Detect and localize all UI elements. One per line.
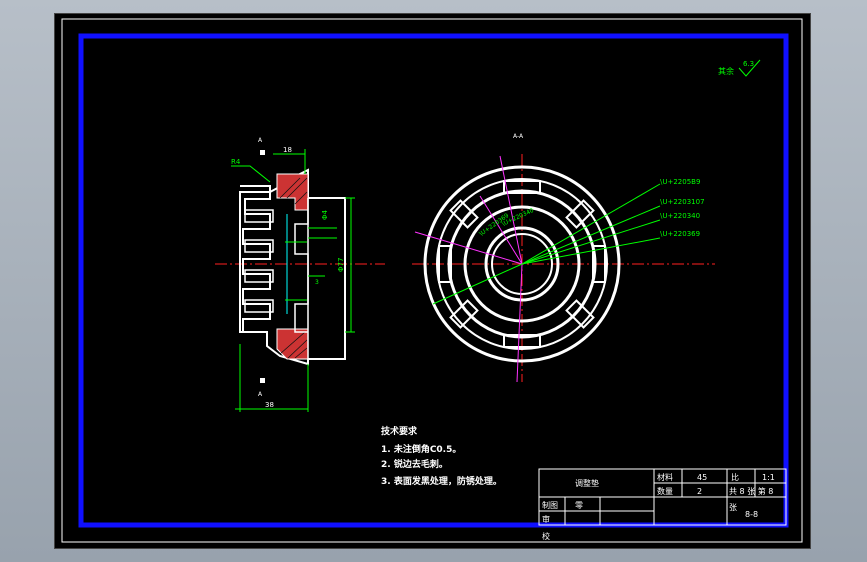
roughness-label: 其余	[718, 66, 734, 76]
subtitle: 零	[575, 501, 583, 510]
cad-drawing: 其余 6.3 18 A	[61, 18, 803, 543]
section-mark-bottom: A	[258, 391, 263, 398]
section-dimensions: 18 A 38 A R4 Φ77 Φ4 3	[231, 137, 355, 412]
front-view: A-A	[412, 133, 715, 383]
dim-width-bottom: 38	[265, 401, 274, 409]
section-view	[215, 168, 385, 366]
qty-value: 2	[697, 487, 702, 496]
scale-value: 1:1	[762, 473, 775, 482]
dim-small: 3	[315, 279, 319, 286]
view-title: A-A	[513, 133, 524, 140]
dim-side: Φ4	[321, 209, 329, 220]
roughness-symbol	[738, 59, 761, 77]
dim-width-top: 18	[283, 146, 292, 154]
notes-item-1: 1. 未注倒角C0.5。	[381, 443, 461, 455]
notes-item-2: 2. 锐边去毛刺。	[381, 458, 448, 470]
qty-label: 数量	[657, 486, 673, 496]
notes-title: 技术要求	[381, 425, 418, 437]
section-mark-top: A	[258, 137, 263, 144]
material-label: 材料	[657, 472, 673, 482]
approve-label: 校	[542, 531, 550, 541]
scale-label: 比	[731, 472, 739, 482]
part-name: 调整垫	[575, 478, 599, 488]
drawing-no: 8-8	[745, 510, 758, 519]
technical-notes: 技术要求 1. 未注倒角C0.5。 2. 锐边去毛刺。 3. 表面发黑处理，防锈…	[381, 425, 502, 487]
dim-radius: R4	[231, 158, 241, 166]
outer-frame	[61, 18, 803, 543]
leader-label-3: \U+220340	[660, 212, 700, 220]
leader-label-1: \U+2205B9	[660, 178, 700, 186]
sheet-label: 共 8 张 第 8	[729, 486, 773, 496]
dim-diameter: Φ77	[337, 258, 345, 272]
roughness-value: 6.3	[743, 60, 754, 68]
notes-item-3: 3. 表面发黑处理，防锈处理。	[381, 475, 502, 487]
material-value: 45	[697, 473, 707, 482]
leader-label-4: \U+220369	[660, 230, 700, 238]
drawing-sheet: 其余 6.3 18 A	[55, 14, 810, 548]
inner-frame	[78, 33, 789, 528]
leader-label-2: \U+2203107	[660, 198, 705, 206]
check-label: 审	[542, 514, 550, 524]
title-block	[538, 468, 787, 526]
drawn-label: 制图	[542, 500, 558, 510]
sheet-suffix: 张	[729, 503, 737, 512]
